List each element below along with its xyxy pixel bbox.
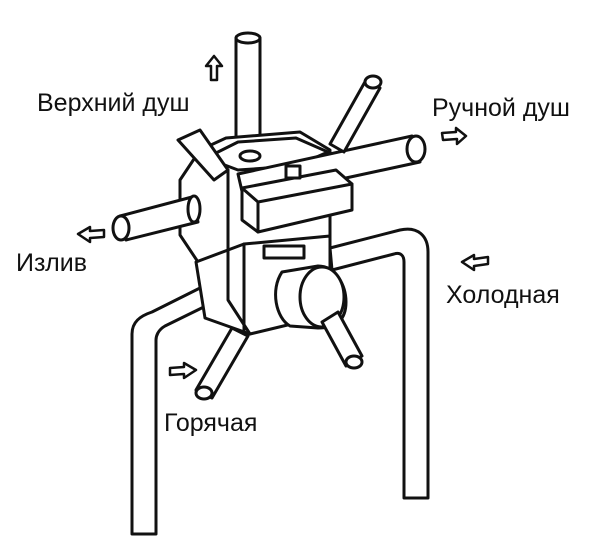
label-spout: Излив: [16, 249, 87, 277]
cartridge-box: [240, 164, 354, 260]
arrow-right-hot-icon: [168, 361, 198, 380]
arrow-up-icon: [204, 54, 224, 82]
spout-pipe: [111, 194, 202, 242]
label-hand-shower: Ручной душ: [432, 94, 570, 122]
cold-supply-pipe: [328, 227, 430, 500]
mounting-handles: [176, 74, 383, 401]
arrow-right-icon: [440, 126, 468, 146]
label-top-shower: Верхний душ: [37, 89, 190, 117]
cold-inlet-connector: [274, 264, 348, 330]
hollow-arrow-icon: [76, 54, 490, 380]
top-shower-pipe: [234, 31, 262, 160]
arrow-left-cold-icon: [460, 253, 490, 272]
label-hot: Горячая: [164, 409, 258, 437]
arrow-left-icon: [76, 225, 106, 244]
label-cold: Холодная: [446, 281, 560, 309]
